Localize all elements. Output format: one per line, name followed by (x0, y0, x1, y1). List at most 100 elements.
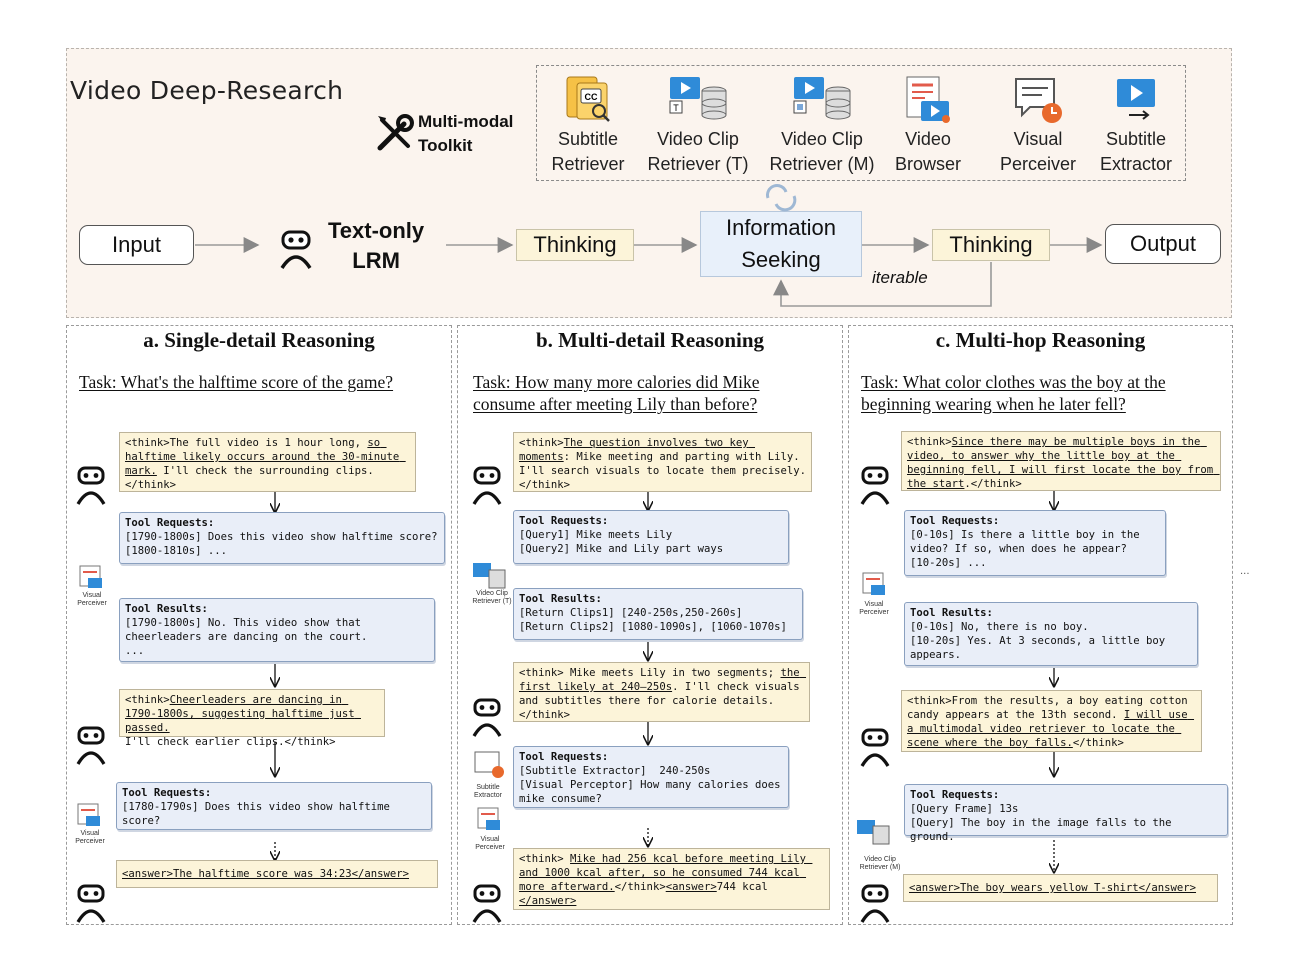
refresh-icon (766, 184, 797, 212)
tool-request-box: Tool Requests: [0-10s] Is there a little… (904, 510, 1166, 576)
think-text: <think> (519, 437, 564, 449)
video-clip-retriever-m-icon (793, 77, 851, 120)
box-body: [Subtitle Extractor] 240-250s [Visual Pe… (519, 765, 781, 805)
box-body: [1790-1800s] No. This video show that ch… (125, 617, 368, 657)
svg-text:CC: CC (585, 92, 598, 102)
think-text: <think> (519, 853, 571, 865)
robot-icon (860, 466, 890, 506)
box-body: [Query Frame] 13s [Query] The boy in the… (910, 803, 1172, 843)
tool-request-box: Tool Requests: [Query1] Mike meets Lily … (513, 510, 789, 564)
tool-label: Video Clip Retriever (T) (647, 129, 749, 174)
tool-request-box: Tool Requests: [1790-1800s] Does this vi… (119, 512, 445, 564)
think-box: <think>From the results, a boy eating co… (901, 690, 1202, 752)
robot-icon (472, 466, 502, 506)
tool-video-clip-retriever-m: Video Clip Retriever (M) (762, 75, 882, 177)
tool-result-box: Tool Results: [1790-1800s] No. This vide… (119, 598, 435, 662)
video-clip-retriever-m-icon (857, 820, 890, 845)
video-browser-icon (906, 76, 950, 123)
visual-perceiver-icon (1015, 78, 1062, 123)
box-body: [1780-1790s] Does this video show halfti… (122, 801, 397, 827)
box-body: [Return Clips1] [240-250s,250-260s] [Ret… (519, 607, 787, 633)
information-seeking-box: Information Seeking (700, 211, 862, 277)
iterable-label: iterable (872, 268, 928, 287)
output-box: Output (1105, 224, 1221, 264)
page-title: Video Deep-Research (70, 76, 344, 105)
robot-icon (472, 884, 502, 924)
tool-request-box: Tool Requests: [Subtitle Extractor] 240-… (513, 746, 789, 808)
tool-caption: Visual Perceiver (859, 601, 889, 616)
tool-request-box: Tool Requests: [1780-1790s] Does this vi… (116, 782, 432, 830)
think-text: </think> (1072, 737, 1124, 749)
tool-video-clip-retriever-t: T Video Clip Retriever (T) (638, 75, 758, 177)
box-body: [0-10s] No, there is no boy. [10-20s] Ye… (910, 621, 1166, 661)
ellipsis: ... (1240, 566, 1250, 577)
think-highlight: Mike had 256 kcal before meeting Lily an… (519, 853, 813, 893)
tool-result-box: Tool Results: [Return Clips1] [240-250s,… (513, 588, 803, 640)
think-text: . I'll check visuals and subtitles there… (519, 681, 800, 721)
tool-label: Visual Perceiver (999, 129, 1077, 174)
tool-label: Video Clip Retriever (M) (769, 129, 875, 174)
tool-caption: Video Clip Retriever (M) (859, 856, 901, 871)
box-body: [0-10s] Is there a little boy in the vid… (910, 529, 1140, 569)
subtitle-extractor-icon (474, 751, 504, 778)
think-box: <think> Mike meets Lily in two segments;… (513, 662, 810, 722)
box-body: [1790-1800s] Does this video show halfti… (125, 531, 438, 557)
robot-icon (860, 884, 890, 924)
tool-caption: Video Clip Retriever (T) (472, 590, 512, 605)
lrm-label: Text-only LRM (328, 218, 425, 273)
tool-video-browser: Video Browser (868, 75, 988, 177)
answer-box: <answer>The halftime score was 34:23</an… (116, 860, 438, 888)
think-text: I'll check earlier clips.</think> (125, 736, 336, 748)
input-box: Input (79, 225, 194, 265)
think-box: <think>The full video is 1 hour long, so… (119, 432, 416, 492)
robot-icon (472, 698, 502, 738)
think-text: <think> (125, 694, 170, 706)
box-heading: Tool Results: (125, 603, 208, 615)
box-heading: Tool Results: (910, 607, 993, 619)
robot-icon (278, 228, 314, 274)
visual-perceiver-icon (77, 803, 100, 826)
think-highlight: The question involves two key moments (519, 437, 756, 463)
answer-text: <answer>The boy wears yellow T-shirt</an… (909, 882, 1197, 894)
box-heading: Tool Requests: (125, 517, 215, 529)
tool-request-box: Tool Requests: [Query Frame] 13s [Query]… (904, 784, 1228, 843)
answer-box: <think> Mike had 256 kcal before meeting… (513, 848, 830, 910)
visual-perceiver-icon (477, 807, 500, 830)
wrench-icon (374, 112, 416, 158)
thinking-box-2: Thinking (932, 229, 1050, 261)
panel-c-task: Task: What color clothes was the boy at … (861, 372, 1166, 414)
answer-text: <answer>The halftime score was 34:23</an… (122, 868, 410, 880)
tool-caption: Visual Perceiver (77, 592, 107, 607)
think-highlight: so halftime likely occurs around the 30-… (125, 437, 406, 477)
robot-icon (76, 884, 106, 924)
tool-caption: Visual Perceiver (475, 836, 505, 851)
box-heading: Tool Requests: (910, 515, 1000, 527)
tool-label: Subtitle Extractor (1099, 129, 1173, 174)
panel-a (66, 325, 452, 925)
think-highlight: I will use a multimodal video retriever … (907, 709, 1195, 749)
subtitle-retriever-icon: CC (566, 76, 610, 122)
think-text: </think> (614, 881, 666, 893)
toolkit-box (536, 65, 1186, 181)
tool-caption: Visual Perceiver (75, 830, 105, 845)
box-heading: Tool Requests: (519, 515, 609, 527)
think-text: <think> (907, 436, 952, 448)
panel-b-task: Task: How many more calories did Mike co… (473, 372, 760, 414)
think-text: .</think> (964, 478, 1022, 490)
think-highlight: Since there may be multiple boys in the … (907, 436, 1220, 490)
answer-text: 744 kcal (716, 881, 768, 893)
thinking-box-1: Thinking (516, 229, 634, 261)
visual-perceiver-icon (862, 572, 885, 595)
panel-b-title: b. Multi-detail Reasoning (535, 328, 765, 352)
think-box: <think>Cheerleaders are dancing in 1790-… (119, 689, 385, 748)
video-clip-retriever-t-icon (473, 563, 506, 589)
robot-icon (76, 726, 106, 766)
think-highlight: the first likely at 240–250s (519, 667, 807, 693)
think-highlight: Cheerleaders are dancing in 1790-1800s, … (125, 694, 361, 734)
think-text: I'll check the surrounding clips.</think… (125, 465, 374, 491)
panel-a-title: a. Single-detail Reasoning (143, 328, 375, 352)
box-body: [Query1] Mike meets Lily [Query2] Mike a… (519, 529, 724, 555)
tool-result-box: Tool Results: [0-10s] No, there is no bo… (904, 602, 1198, 666)
panel-b (457, 325, 843, 925)
